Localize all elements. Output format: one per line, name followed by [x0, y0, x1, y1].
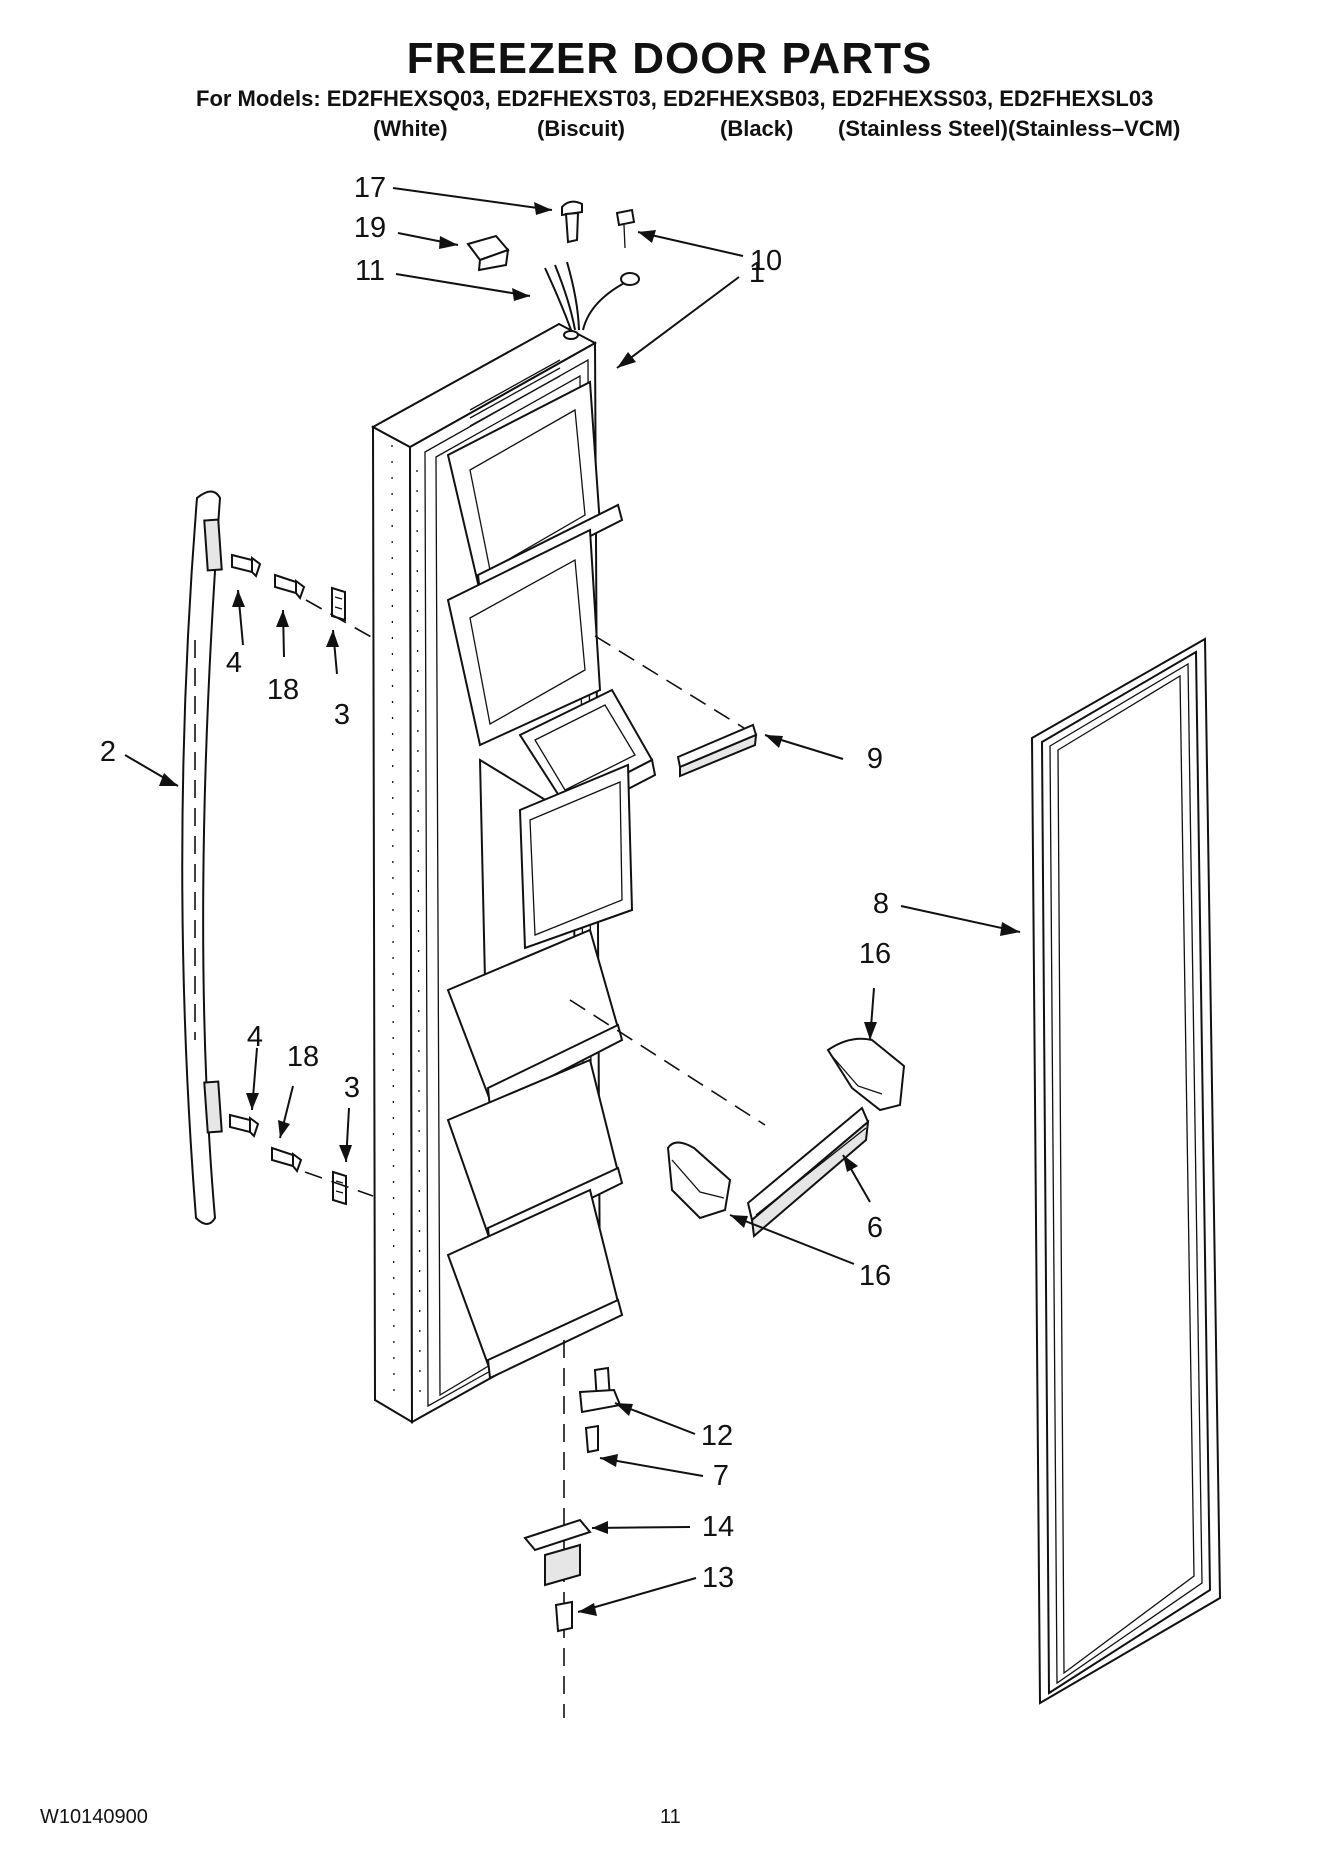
callout-18-lower: 18 [287, 1041, 319, 1073]
callout-2: 2 [100, 736, 116, 768]
callout-4-lower: 4 [247, 1021, 263, 1053]
callout-10: 10 [750, 245, 782, 277]
callout-11: 11 [355, 255, 385, 287]
callout-8: 8 [873, 888, 889, 920]
door-handle [181, 490, 223, 1225]
trim-strip [594, 635, 758, 778]
models-line: For Models: ED2FHEXSQ03, ED2FHEXST03, ED… [196, 86, 1154, 111]
door-gasket [1030, 637, 1222, 1705]
callout-3-upper: 3 [334, 699, 350, 731]
callout-6: 6 [867, 1212, 883, 1244]
callout-4-upper: 4 [226, 647, 242, 679]
color-white: (White) [373, 116, 448, 141]
callout-12: 12 [701, 1420, 733, 1452]
color-stainless: (Stainless Steel)(Stainless–VCM) [838, 116, 1181, 141]
callout-17: 17 [354, 172, 386, 204]
hinge-assembly [523, 1340, 622, 1718]
callout-9: 9 [867, 743, 883, 775]
page-number: 11 [660, 1806, 681, 1828]
top-hardware [466, 200, 640, 331]
callout-3-lower: 3 [344, 1072, 360, 1104]
door-shelves [446, 380, 657, 1380]
callout-14: 14 [702, 1511, 734, 1543]
callouts: 17 19 11 10 1 4 18 3 2 9 8 16 4 18 3 6 1… [100, 172, 891, 1594]
callout-19: 19 [354, 212, 386, 244]
doc-number: W10140900 [40, 1806, 148, 1828]
arrowheads [159, 202, 1020, 1616]
callout-16-lower: 16 [859, 1260, 891, 1292]
lower-hardware [229, 1113, 374, 1206]
callout-16-upper: 16 [859, 938, 891, 970]
color-biscuit: (Biscuit) [537, 116, 625, 141]
page-title: FREEZER DOOR PARTS [406, 34, 933, 83]
callout-1: 1 [749, 257, 765, 289]
callout-13: 13 [702, 1562, 734, 1594]
rail-and-caps [569, 999, 906, 1238]
callout-18-upper: 18 [267, 674, 299, 706]
callout-7: 7 [713, 1460, 729, 1492]
upper-hardware [231, 553, 374, 639]
color-black: (Black) [720, 116, 794, 141]
